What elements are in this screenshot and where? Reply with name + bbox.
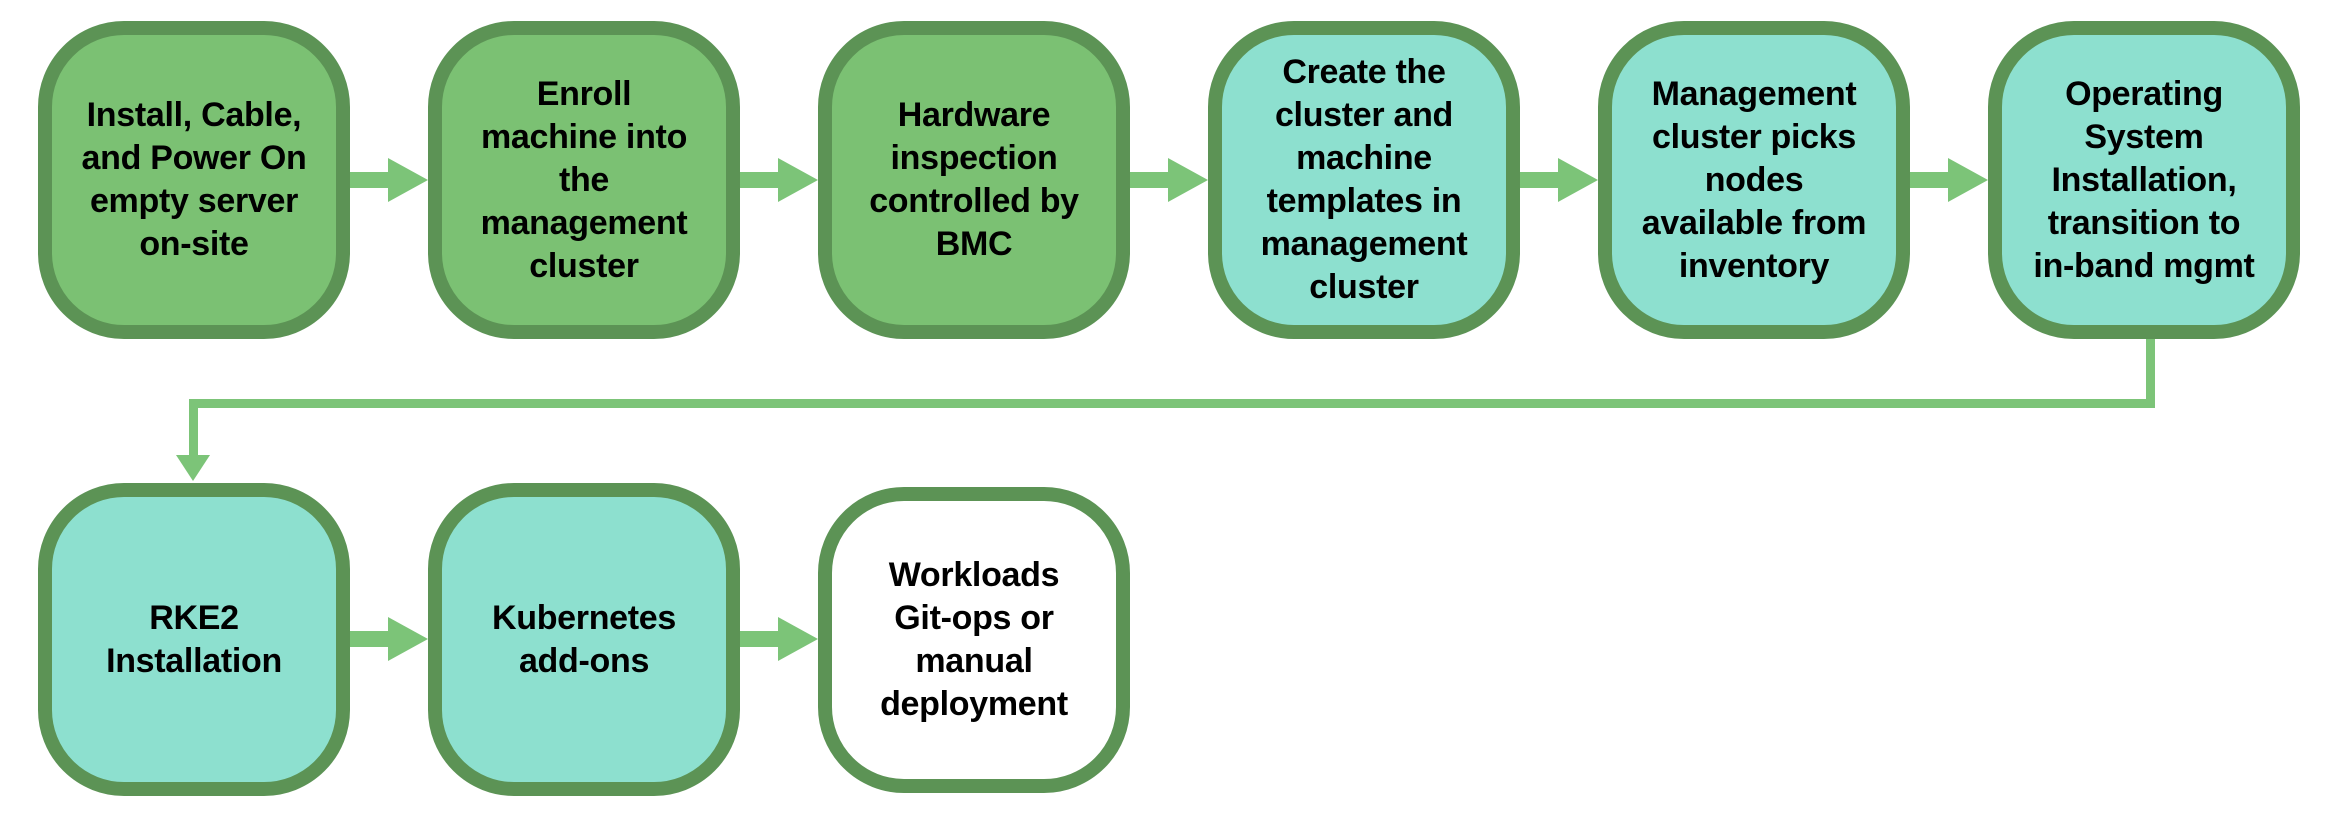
arrow-shaft-picks-to-os xyxy=(1910,172,1952,188)
arrow-shaft-create-to-picks xyxy=(1520,172,1562,188)
elbow-connector-horizontal xyxy=(189,399,2155,408)
elbow-connector-vertical-left xyxy=(189,399,198,457)
node-hardware-inspection: Hardware inspection controlled by BMC xyxy=(818,21,1130,339)
node-os-installation: Operating System Installation, transitio… xyxy=(1988,21,2300,339)
arrowhead-picks-to-os xyxy=(1948,158,1988,202)
arrowhead-rke2-to-addons xyxy=(388,617,428,661)
elbow-connector-vertical-right xyxy=(2146,339,2155,403)
node-create-cluster-templates: Create the cluster and machine templates… xyxy=(1208,21,1520,339)
arrow-shaft-enroll-to-inspection xyxy=(740,172,782,188)
node-cluster-picks-nodes: Management cluster picks nodes available… xyxy=(1598,21,1910,339)
arrowhead-os-to-rke2 xyxy=(176,455,210,481)
arrow-shaft-inspection-to-create xyxy=(1130,172,1172,188)
arrow-shaft-addons-to-workloads xyxy=(740,631,782,647)
node-workloads-deployment: Workloads Git-ops or manual deployment xyxy=(818,487,1130,793)
arrowhead-install-to-enroll xyxy=(388,158,428,202)
arrowhead-enroll-to-inspection xyxy=(778,158,818,202)
node-rke2-installation: RKE2 Installation xyxy=(38,483,350,796)
node-install-cable-power: Install, Cable, and Power On empty serve… xyxy=(38,21,350,339)
arrowhead-create-to-picks xyxy=(1558,158,1598,202)
arrowhead-addons-to-workloads xyxy=(778,617,818,661)
arrowhead-inspection-to-create xyxy=(1168,158,1208,202)
arrow-shaft-rke2-to-addons xyxy=(350,631,392,647)
arrow-shaft-install-to-enroll xyxy=(350,172,392,188)
node-kubernetes-addons: Kubernetes add-ons xyxy=(428,483,740,796)
node-enroll-machine: Enroll machine into the management clust… xyxy=(428,21,740,339)
